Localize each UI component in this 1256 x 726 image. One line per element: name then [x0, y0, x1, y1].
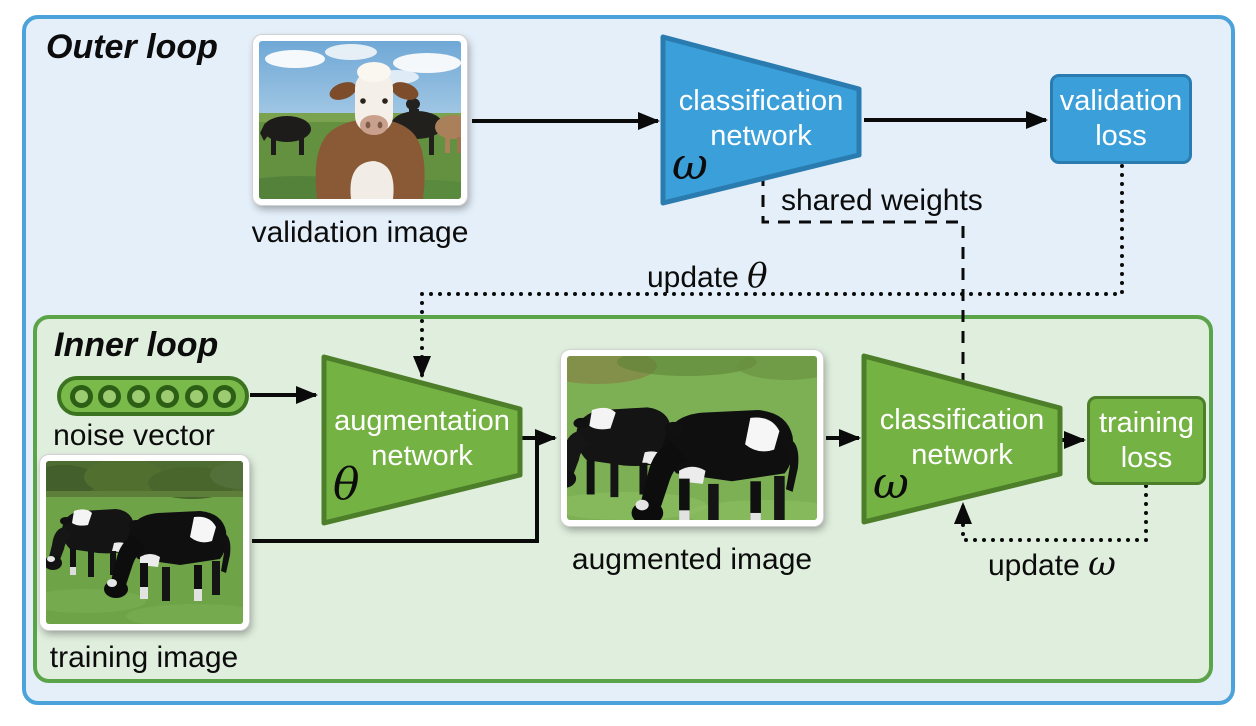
augmented-cow-left	[567, 407, 672, 498]
noise-circle	[155, 384, 179, 408]
omega-symbol-inner: ω	[873, 458, 909, 509]
classification-network-inner-node: classification network ω	[860, 352, 1064, 526]
validation-image-photo	[253, 35, 467, 205]
inner-loop-title: Inner loop	[54, 326, 219, 364]
augmented-cow-pair	[567, 407, 799, 520]
noise-circle	[69, 384, 93, 408]
augmented-cows-illustration	[567, 356, 817, 520]
theta-symbol-node: θ	[333, 459, 360, 510]
noise-circle	[127, 384, 151, 408]
trapezoid-shape	[861, 353, 1063, 525]
background-cow-far-right	[435, 115, 461, 153]
trapezoid-shape	[660, 34, 862, 206]
augmented-cow-right	[631, 410, 799, 520]
training-loss-box: training loss	[1087, 396, 1206, 485]
omega-symbol-label: ω	[1088, 544, 1116, 584]
validation-image-caption: validation image	[251, 216, 469, 249]
omega-symbol-outer: ω	[672, 139, 708, 190]
noise-vector-pill	[57, 376, 249, 416]
noise-circle	[213, 384, 237, 408]
update-theta-label: update θ	[647, 256, 768, 296]
background-cow-left	[260, 116, 311, 155]
update-omega-label: update ω	[988, 544, 1116, 584]
training-cow-right	[104, 511, 231, 601]
trapezoid-shape	[321, 354, 523, 526]
classification-network-outer-node: classification network ω	[659, 33, 863, 207]
augmentation-network-label: augmentation network	[334, 405, 510, 472]
classification-network-inner-label: classification network	[879, 404, 1045, 471]
noise-circle	[184, 384, 208, 408]
training-image-photo	[40, 455, 249, 630]
main-cow	[315, 62, 425, 199]
theta-symbol-label: θ	[747, 256, 768, 296]
training-cows-illustration	[46, 461, 243, 624]
validation-cow-illustration	[259, 41, 461, 199]
augmented-image-photo	[561, 350, 823, 526]
augmentation-network-node: augmentation network θ	[320, 353, 524, 527]
shared-weights-label: shared weights	[781, 184, 983, 217]
noise-vector-caption: noise vector	[53, 419, 215, 452]
augmented-image-caption: augmented image	[571, 543, 813, 576]
training-image-caption: training image	[49, 641, 239, 674]
classification-network-outer-label: classification network	[678, 85, 844, 152]
training-cow-left	[46, 509, 134, 577]
validation-loss-box: validation loss	[1050, 74, 1192, 164]
outer-loop-title: Outer loop	[46, 28, 218, 66]
noise-circle	[98, 384, 122, 408]
